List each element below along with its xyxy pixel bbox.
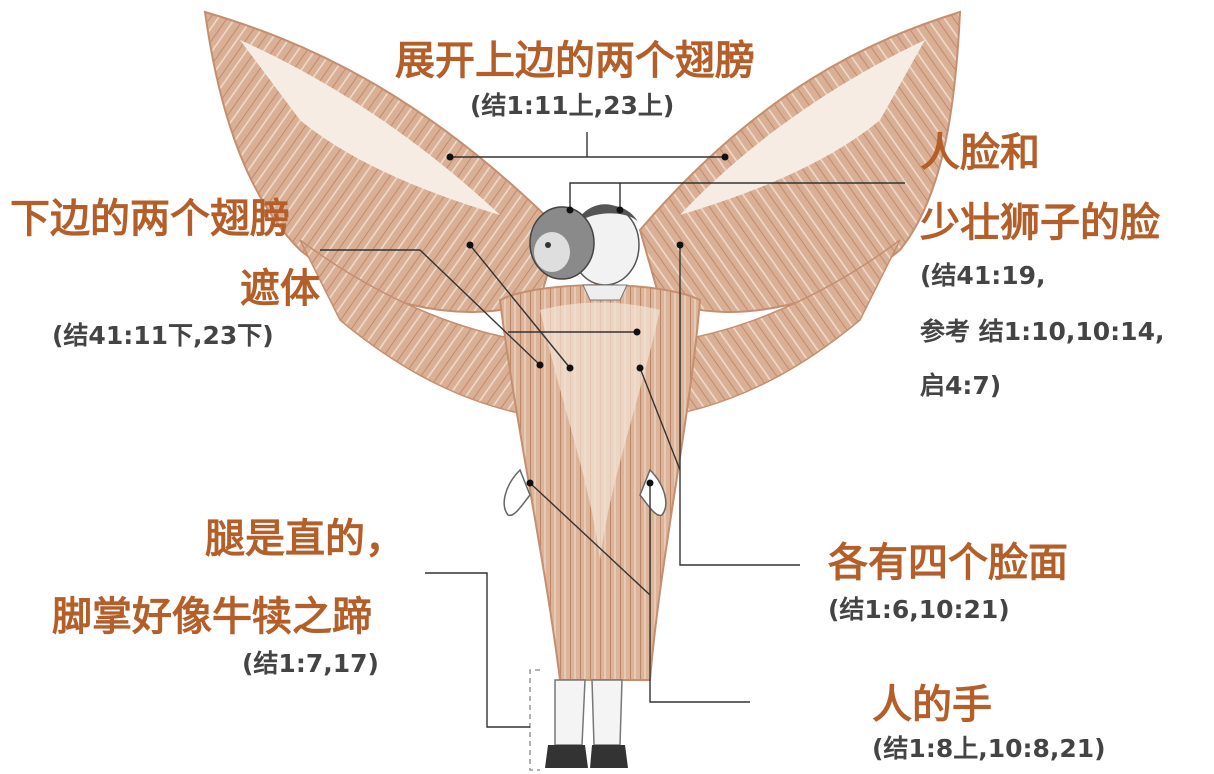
leader-lines xyxy=(320,132,905,728)
calf-hoof-icon xyxy=(545,745,588,768)
left-leg xyxy=(554,679,586,746)
hands-title: 人的手 xyxy=(872,682,992,728)
faces-line2: 少壮狮子的脸 xyxy=(920,200,1160,246)
faces-ref1: (结41:19, xyxy=(920,261,1046,290)
four-faces-ref: (结1:6,10:21) xyxy=(828,595,1010,624)
legs-line1: 腿是直的， xyxy=(205,516,405,562)
faces-ref3: 启4:7) xyxy=(920,371,1002,400)
lower-wings-ref: (结41:11下,23下) xyxy=(52,321,274,350)
four-faces-title: 各有四个脸面 xyxy=(828,540,1068,586)
lion-face-icon xyxy=(529,206,595,280)
lower-wings-line2: 遮体 xyxy=(240,266,320,312)
leg-bracket xyxy=(529,669,540,771)
right-arm xyxy=(639,468,667,517)
right-leg xyxy=(591,679,623,746)
faces-ref2: 参考 结1:10,10:14, xyxy=(920,317,1165,346)
legs-line2: 脚掌好像牛犊之蹄 xyxy=(52,594,372,640)
legs-ref: (结1:7,17) xyxy=(242,649,379,678)
upper-wings-ref: (结1:11上,23上) xyxy=(470,91,675,120)
calf-hoof-icon-right xyxy=(590,745,628,768)
lower-wings-line1: 下边的两个翅膀 xyxy=(10,196,290,242)
hands-ref: (结1:8上,10:8,21) xyxy=(872,734,1106,763)
upper-wings-title: 展开上边的两个翅膀 xyxy=(395,38,755,84)
leader-dots xyxy=(446,153,729,487)
left-arm xyxy=(503,468,531,517)
faces-line1: 人脸和 xyxy=(920,130,1040,176)
